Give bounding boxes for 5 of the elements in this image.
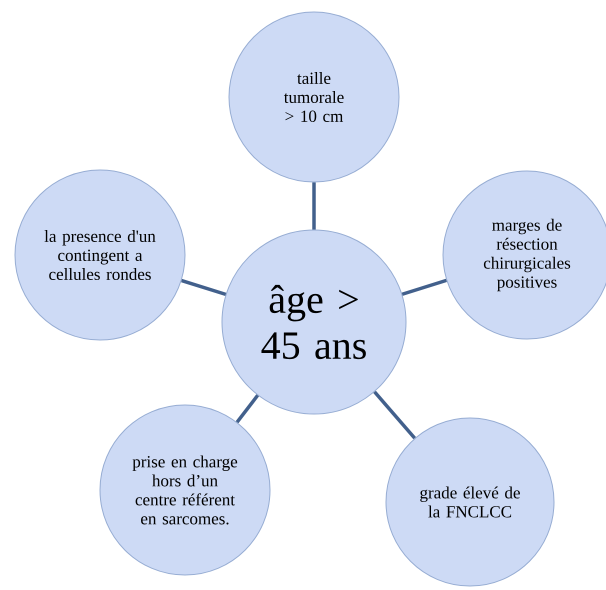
connector-line xyxy=(236,394,260,424)
connector-line xyxy=(373,390,416,440)
connector-line xyxy=(402,278,447,296)
connector-line xyxy=(312,182,316,230)
connector-line xyxy=(181,278,226,296)
